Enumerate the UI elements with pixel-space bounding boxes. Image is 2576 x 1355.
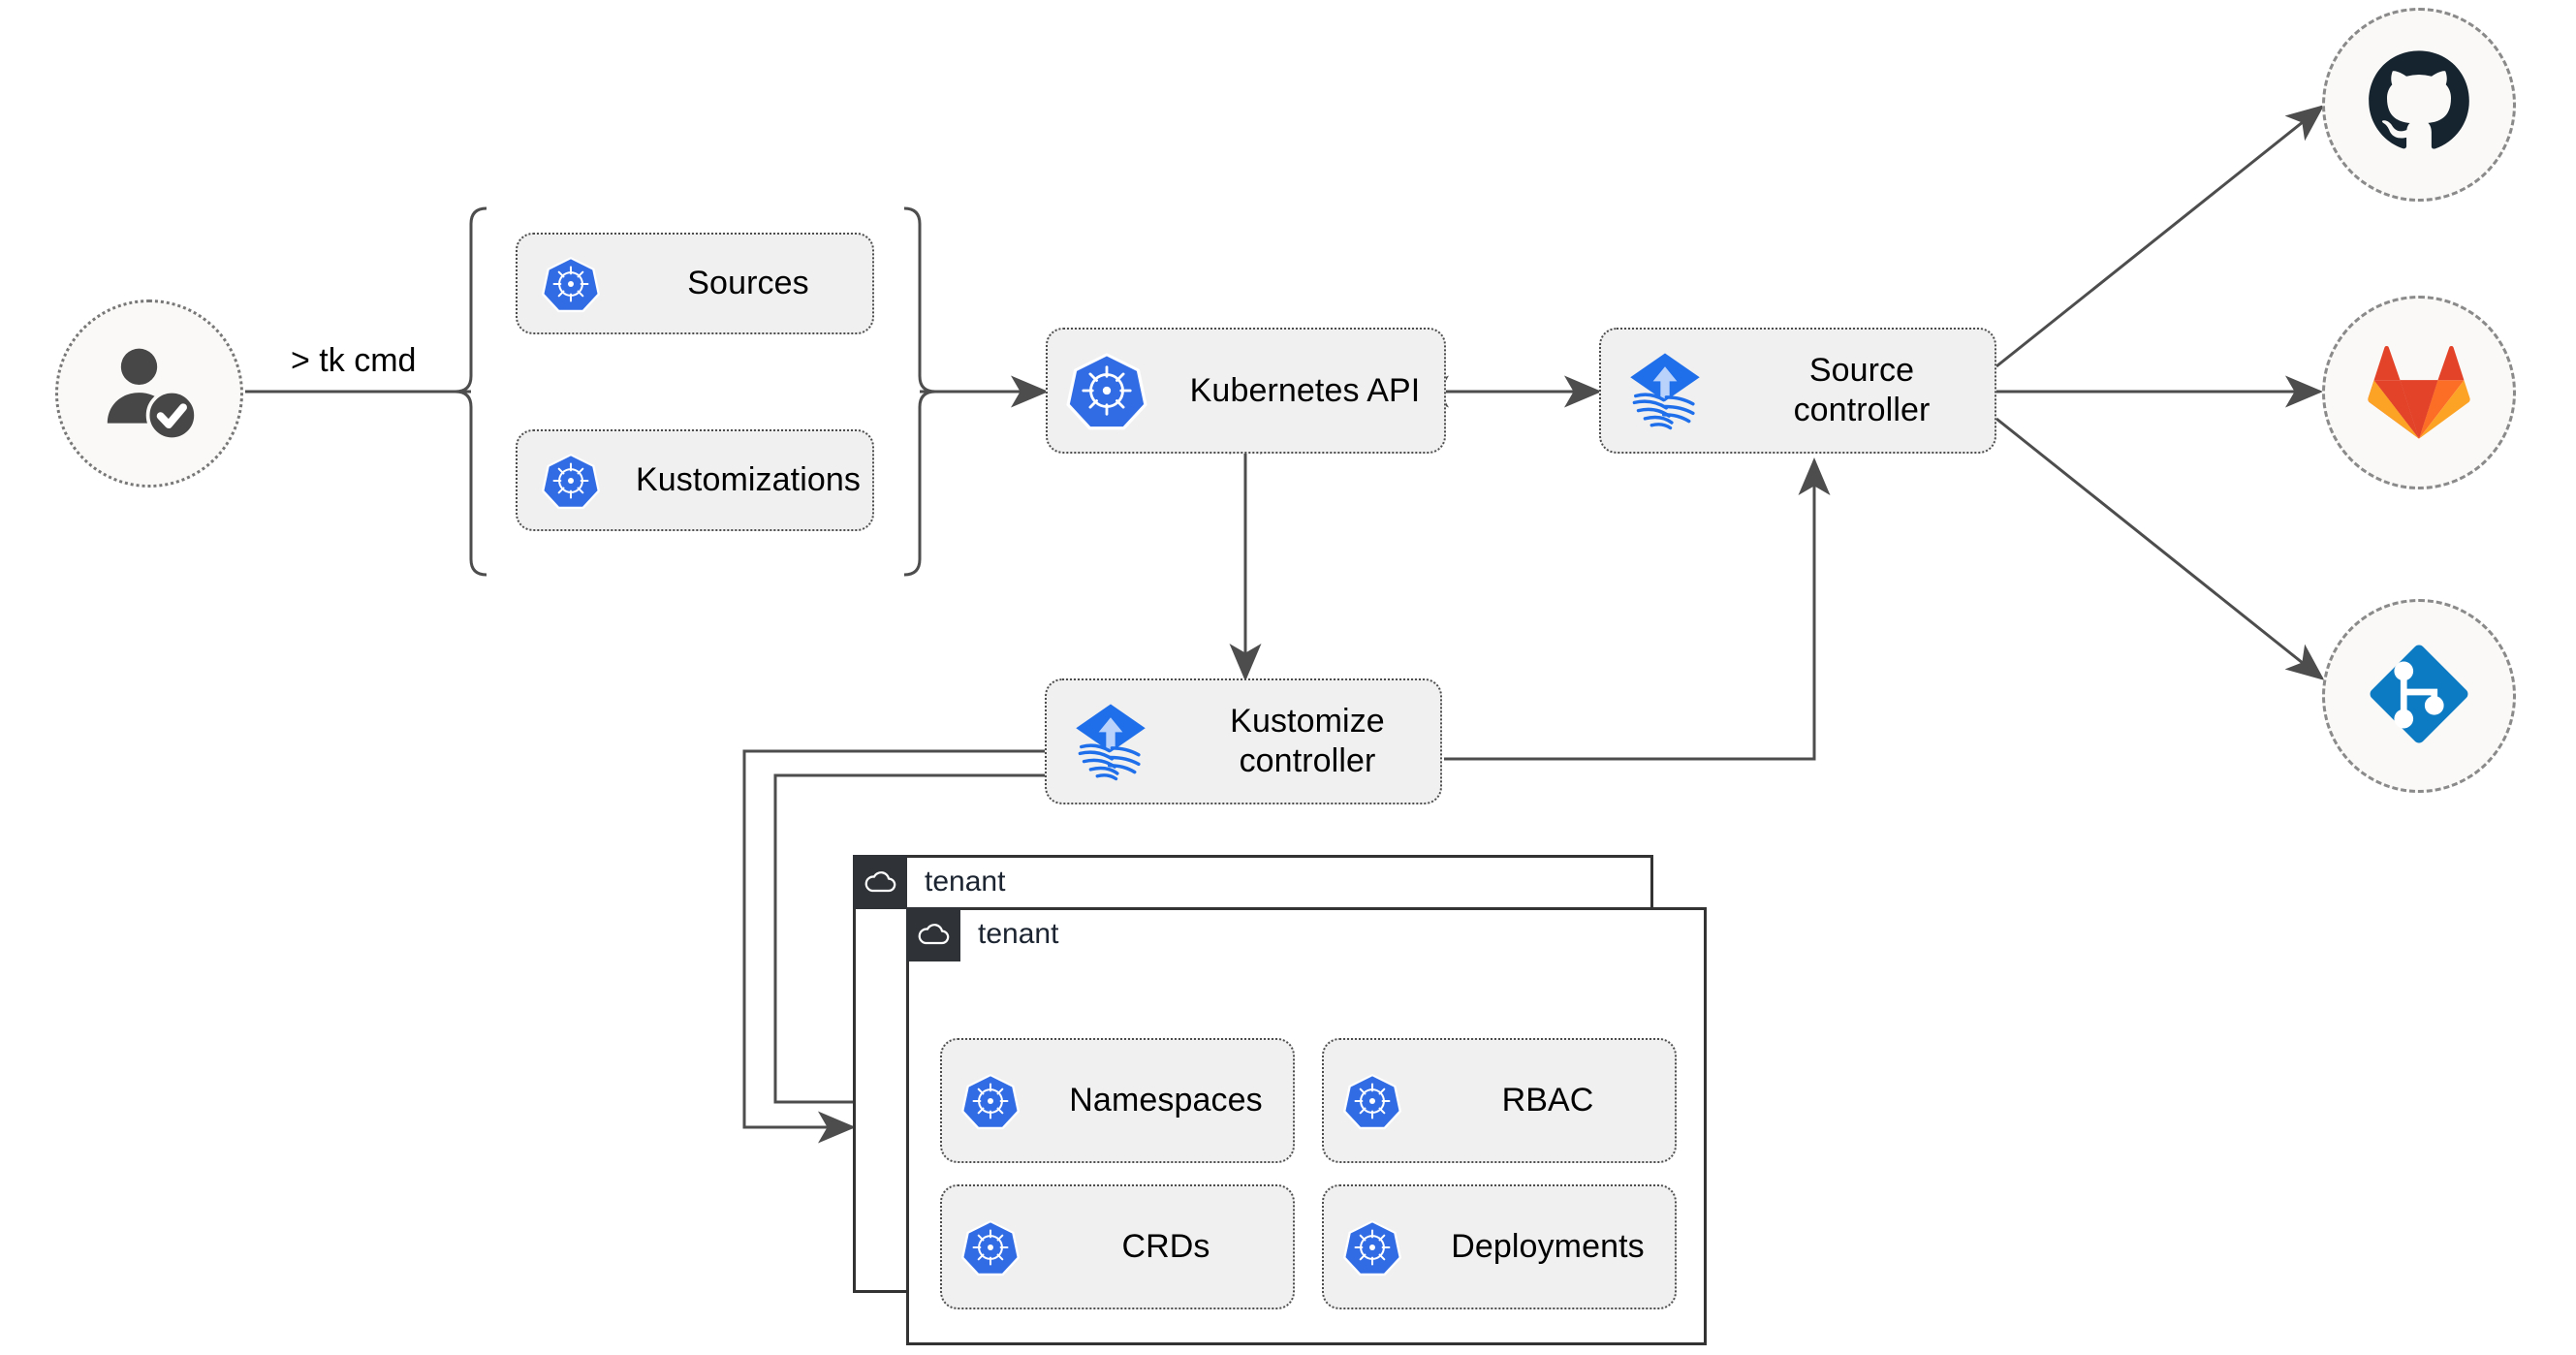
kubernetes-icon [942, 1071, 1039, 1131]
cloud-icon [906, 907, 960, 961]
kubernetes-icon [1324, 1217, 1421, 1277]
git-repository-icon [2358, 633, 2480, 760]
github-icon [2365, 48, 2473, 162]
tenant-resource-grid: Namespaces [940, 1038, 1677, 1309]
node-label: Sources [687, 265, 809, 302]
wire-source-to-git [1995, 417, 2325, 680]
node-kustomize-controller[interactable]: Kustomize controller [1045, 678, 1442, 804]
tenant-header: tenant [853, 855, 1005, 909]
node-kubernetes-api[interactable]: Kubernetes API [1046, 328, 1446, 454]
provider-github[interactable] [2322, 8, 2516, 202]
node-label: Namespaces [1069, 1082, 1263, 1119]
flux-icon [1601, 348, 1729, 433]
node-label: Source controller [1793, 352, 1931, 428]
node-kustomizations[interactable]: Kustomizations [516, 429, 874, 531]
node-label: Deployments [1451, 1228, 1645, 1266]
kubernetes-icon [518, 254, 624, 314]
node-rbac[interactable]: RBAC [1322, 1038, 1677, 1163]
node-label: Kustomizations [636, 461, 861, 499]
tenant-label: tenant [978, 918, 1059, 950]
kubernetes-icon [942, 1217, 1039, 1277]
flux-icon [1047, 699, 1175, 784]
node-source-controller[interactable]: Source controller [1599, 328, 1996, 454]
wire-kustomize-to-source [1444, 457, 1831, 761]
user-avatar[interactable] [55, 299, 243, 488]
node-crds[interactable]: CRDs [940, 1184, 1295, 1309]
node-sources[interactable]: Sources [516, 233, 874, 334]
node-label: Kubernetes API [1189, 371, 1421, 409]
node-namespaces[interactable]: Namespaces [940, 1038, 1295, 1163]
cli-command-label: > tk cmd [291, 342, 417, 379]
provider-git[interactable] [2322, 599, 2516, 793]
node-deployments[interactable]: Deployments [1322, 1184, 1677, 1309]
node-label: RBAC [1501, 1082, 1594, 1119]
cloud-icon [853, 855, 907, 909]
tenant-cluster-2[interactable]: tenant [906, 907, 1707, 1345]
kubernetes-icon [1048, 349, 1166, 432]
tenant-label: tenant [925, 866, 1006, 898]
brace-right [903, 206, 936, 577]
node-label: Kustomize controller [1230, 703, 1385, 779]
gitlab-icon [2367, 340, 2471, 446]
kubernetes-icon [1324, 1071, 1421, 1131]
tenant-header: tenant [906, 907, 1058, 961]
brace-left [455, 206, 487, 577]
wire-source-to-github [1995, 105, 2325, 368]
kubernetes-icon [518, 451, 624, 511]
provider-gitlab[interactable] [2322, 296, 2516, 489]
user-check-icon [95, 337, 204, 451]
node-label: CRDs [1121, 1228, 1210, 1266]
